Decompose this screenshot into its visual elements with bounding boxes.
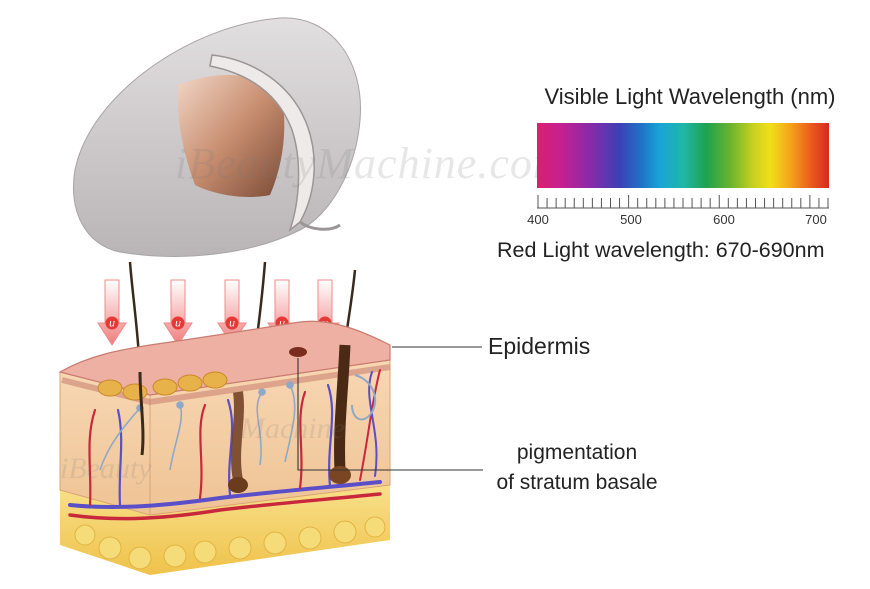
pigmentation-label-line2: of stratum basale	[496, 471, 658, 494]
light-arrow: u	[97, 279, 127, 346]
light-arrow: u	[163, 279, 193, 346]
spectrum-bar	[537, 123, 829, 188]
red-light-range: Red Light wavelength: 670-690nm	[497, 238, 825, 262]
watermark-small: Machine	[240, 412, 345, 445]
arrow-glyph: u	[175, 319, 181, 330]
arrow-glyph: u	[109, 319, 115, 330]
arrow-glyph: u	[279, 319, 285, 330]
pigmentation-label: pigmentation of stratum basale	[462, 438, 692, 498]
light-arrow: u	[217, 279, 247, 346]
epidermis-layer	[58, 320, 391, 396]
pigmentation-spot	[289, 347, 307, 357]
led-mask	[73, 17, 361, 257]
skin-cross-section	[58, 320, 391, 575]
arrow-glyph: u	[229, 319, 235, 330]
pigmentation-label-line1: pigmentation	[516, 441, 638, 464]
tick-label-600: 600	[713, 212, 735, 227]
epidermis-label: Epidermis	[488, 333, 591, 359]
spectrum-scale	[537, 195, 829, 209]
pigmentation-leader	[297, 358, 483, 471]
watermark: iBeautyMachine.com	[175, 139, 566, 188]
leader-lines	[297, 346, 483, 471]
watermark-small: iBeauty	[60, 452, 152, 485]
spectrum-title: Visible Light Wavelength (nm)	[544, 84, 836, 109]
tick-label-700: 700	[805, 212, 827, 227]
mask-band	[209, 54, 315, 233]
tick-label-400: 400	[527, 212, 549, 227]
blood-vessels	[68, 369, 382, 521]
tick-label-500: 500	[620, 212, 642, 227]
nerves	[99, 381, 296, 471]
mask-visor	[177, 74, 285, 197]
